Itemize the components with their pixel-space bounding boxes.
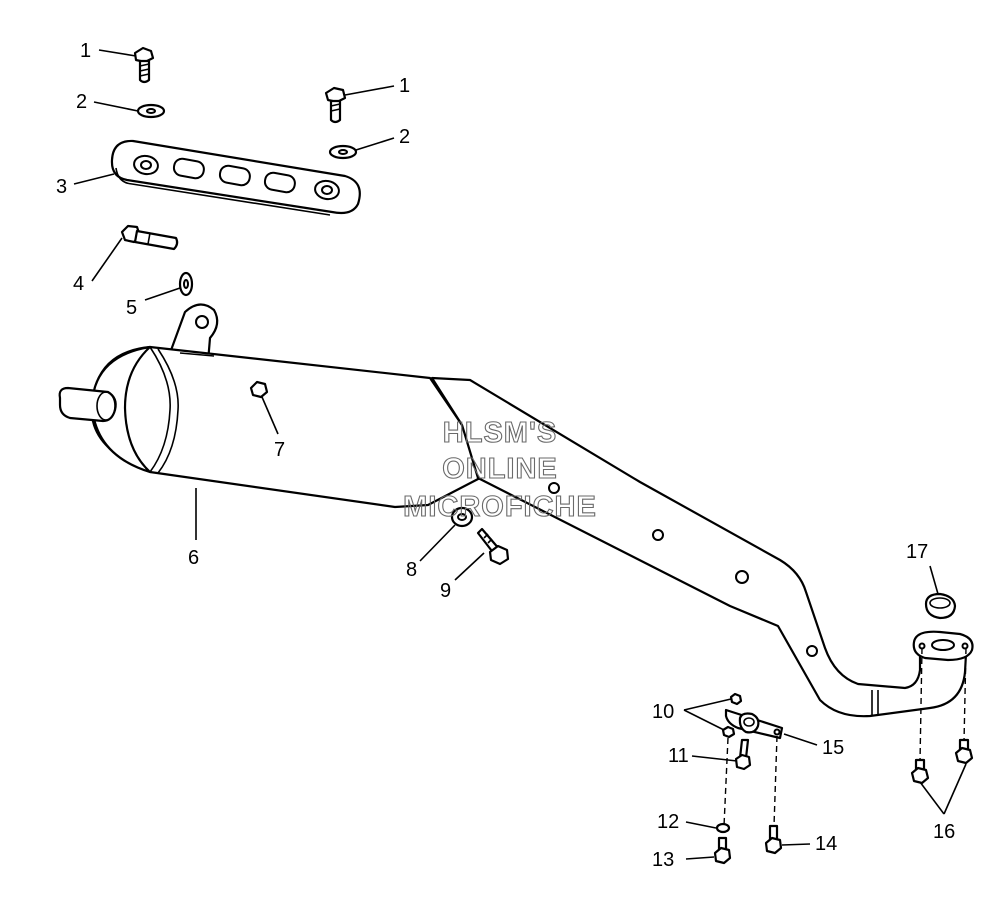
watermark-line-1: HLSM'S [443,417,557,449]
callout-7: 7 [274,439,285,461]
bolt-4 [120,224,179,251]
flange-bolts-16 [910,647,974,785]
bracket-hardware [713,692,784,865]
callout-11: 11 [668,745,689,767]
callout-12: 12 [657,811,679,833]
gasket-8 [450,506,474,528]
watermark-line-2: ONLINE [442,453,558,485]
callout-8: 8 [406,559,417,581]
washer-5 [178,271,194,297]
washer-2-left [136,103,166,119]
muffler-6 [58,303,482,509]
washer-2-right [328,144,358,160]
bolt-1-right [324,86,347,124]
callout-numbers: 1 2 3 4 5 6 7 1 2 8 9 17 10 15 11 12 13 … [56,40,955,871]
callout-6: 6 [188,547,199,569]
gasket-17 [924,592,957,620]
callout-15: 15 [822,737,844,759]
bolt-9 [476,527,510,566]
callout-13: 13 [652,849,674,871]
callout-17: 17 [906,541,928,563]
watermark: HLSM'S ONLINE MICROFICHE [403,416,597,523]
callout-14: 14 [815,833,837,855]
head-pipe [430,376,974,718]
callout-2: 2 [76,91,87,113]
callout-9: 9 [440,580,451,602]
watermark-line-3: MICROFICHE [403,491,597,523]
mounting-bracket-3 [110,139,361,216]
callout-16: 16 [933,821,955,843]
bolt-1-left [133,46,155,84]
callout-10: 10 [652,701,674,723]
callout-2-right: 2 [399,126,410,148]
leader-lines [73,49,967,860]
callout-3: 3 [56,176,67,198]
callout-1-right: 1 [399,75,410,97]
callout-5: 5 [126,297,137,319]
callout-4: 4 [73,273,84,295]
callout-1: 1 [80,40,91,62]
